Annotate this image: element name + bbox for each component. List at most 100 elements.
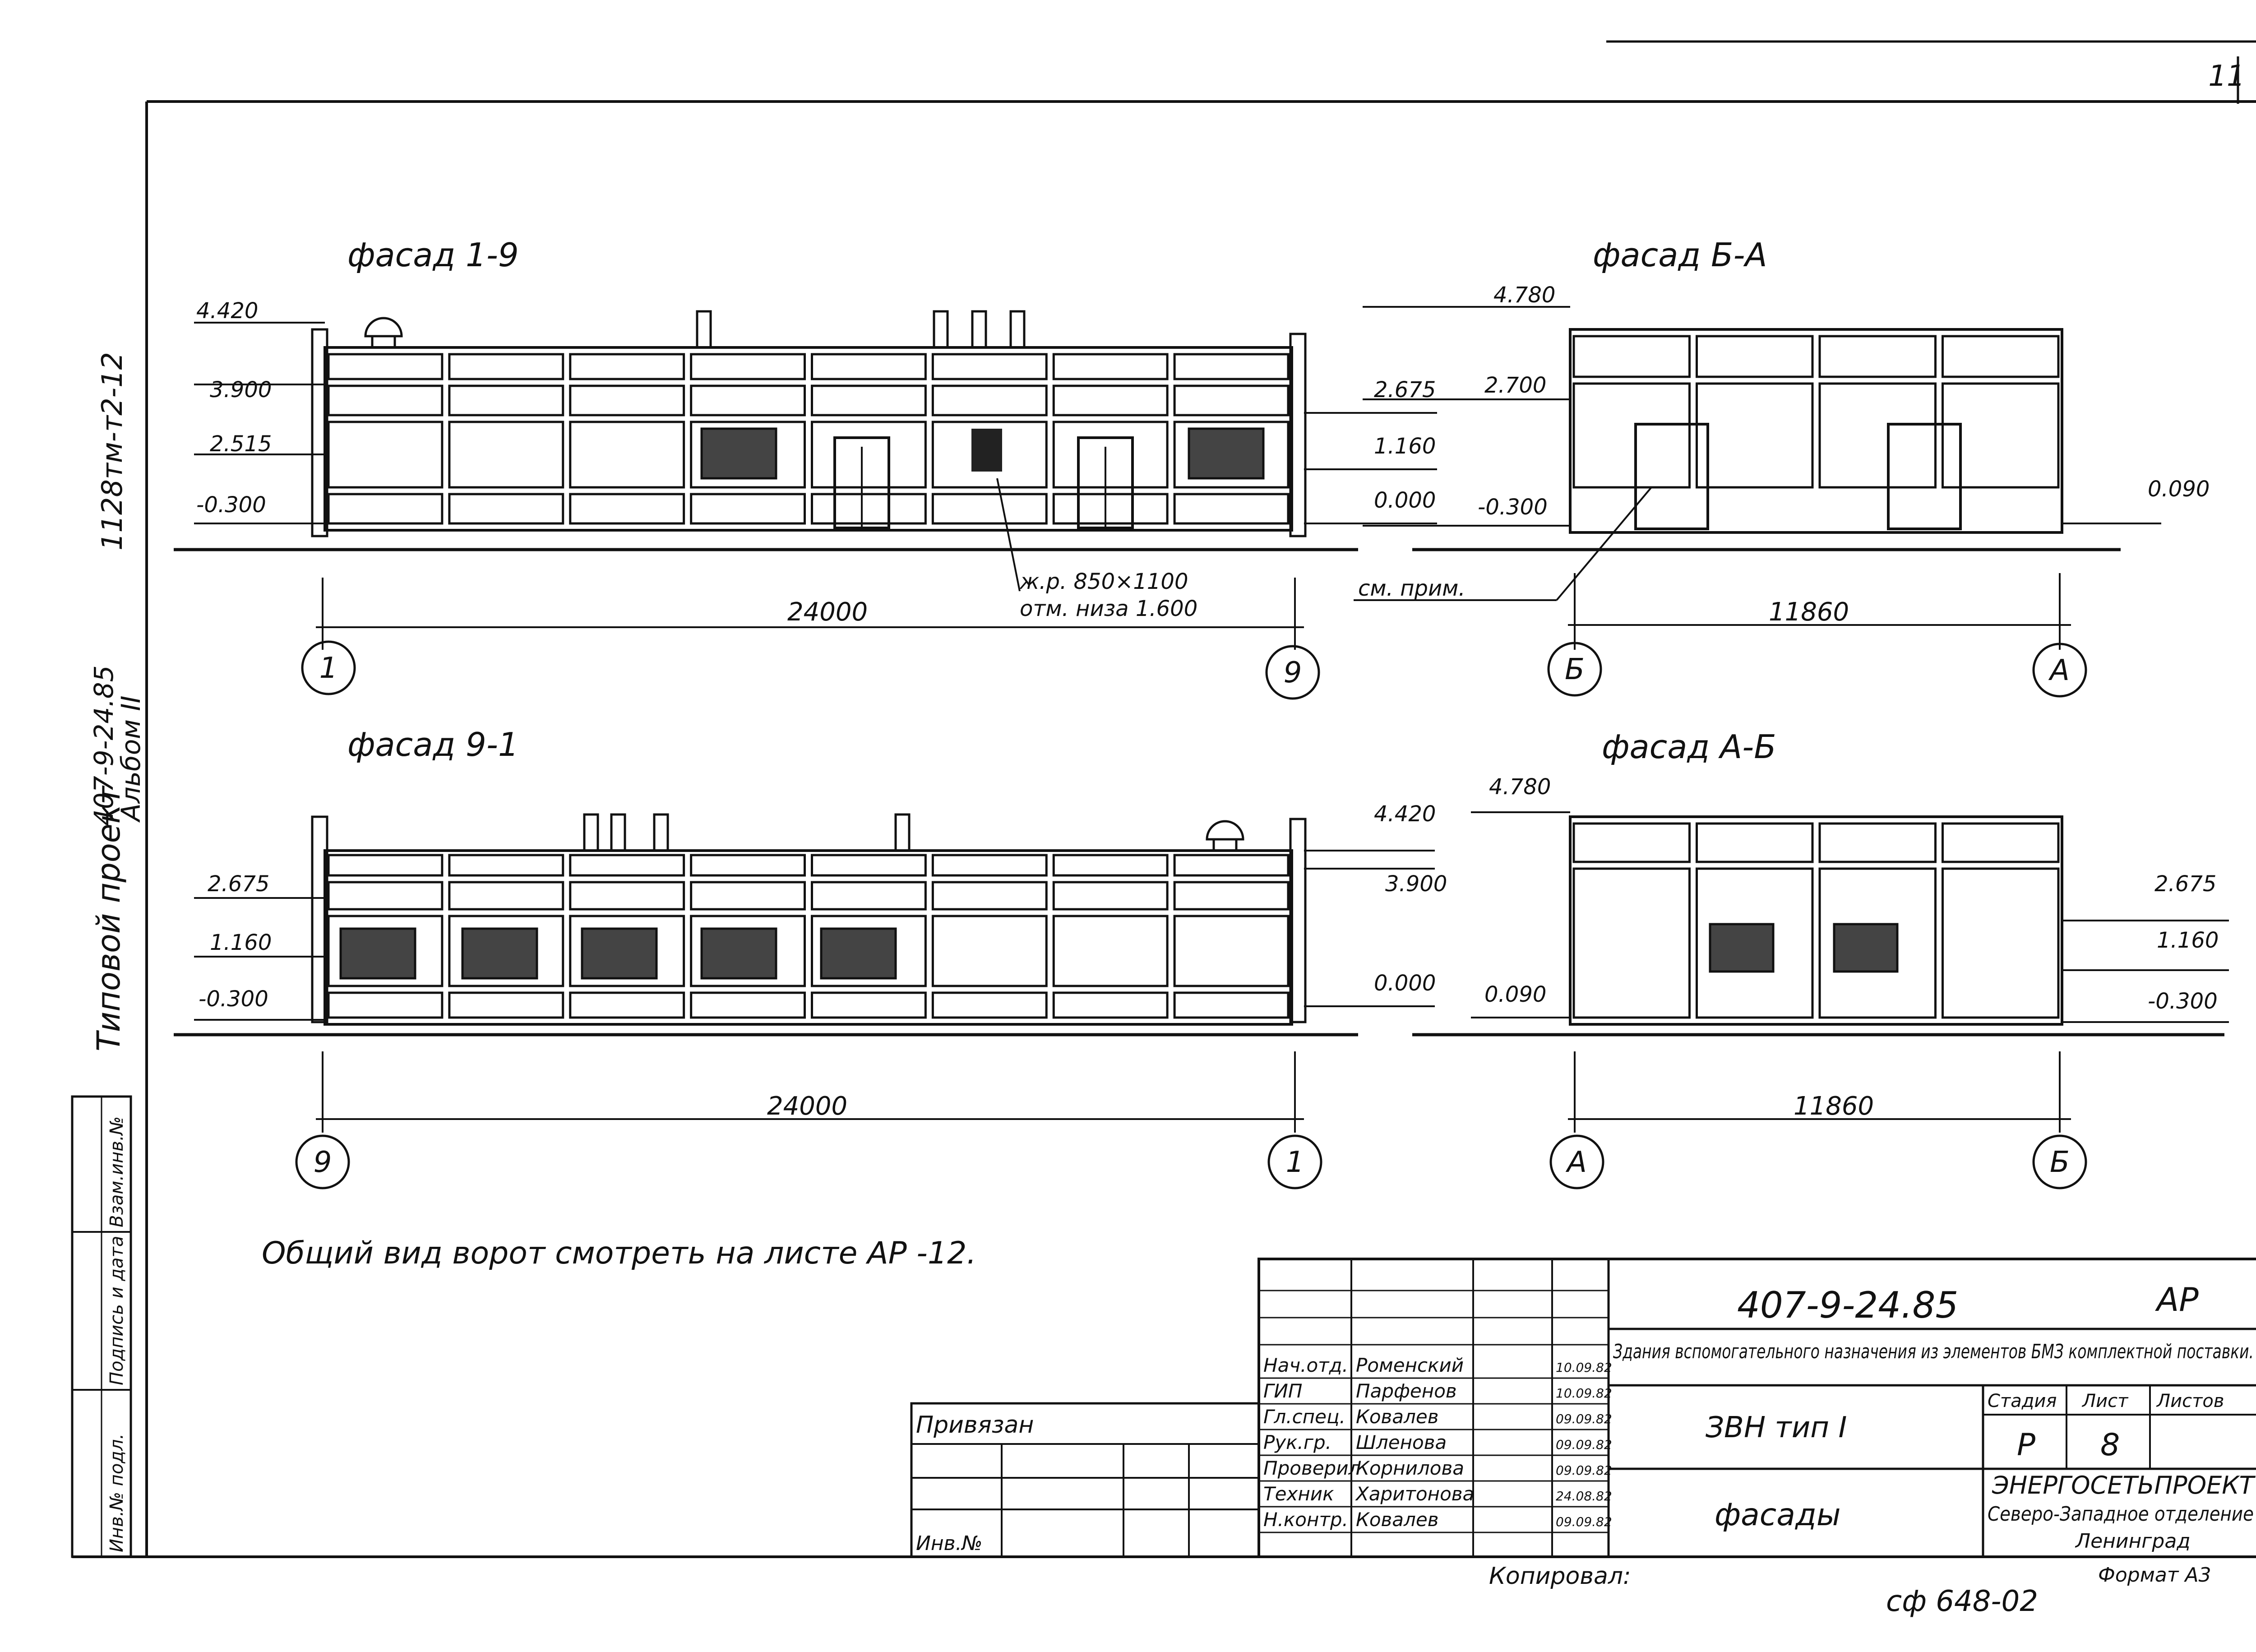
- wall-panel: [1173, 854, 1290, 877]
- wall-panel: [569, 384, 685, 416]
- wall-panel: [1052, 915, 1169, 987]
- wall-panel: [448, 493, 564, 525]
- wall-panel: [569, 421, 685, 489]
- side-project-type: Типовой проект: [90, 785, 127, 1051]
- tb-inv: Инв.№: [916, 1532, 982, 1555]
- wall-panel: [811, 991, 927, 1019]
- wall-panel: [1173, 421, 1290, 489]
- fab-axis-left: А: [1565, 1146, 1587, 1179]
- wall-panel: [448, 881, 564, 911]
- fba-axis-right: А: [2048, 654, 2070, 687]
- wall-panel: [690, 915, 806, 987]
- staff-date: 10.09.82: [1556, 1386, 1612, 1401]
- f19-callout-2: отм. низа 1.600: [1020, 596, 1197, 621]
- staff-date: 24.08.82: [1556, 1489, 1612, 1504]
- wall-panel: [931, 493, 1048, 525]
- facade-a-b: фасад А-Б: [1412, 728, 2229, 1189]
- wall-panel: [448, 353, 564, 380]
- wall-panel: [327, 421, 444, 489]
- side-stamp: [71, 1095, 132, 1558]
- wall-panel: [448, 384, 564, 416]
- f19-level-3900: 3.900: [210, 377, 272, 403]
- staff-name: Шленова: [1356, 1431, 1447, 1453]
- wall-panel: [327, 384, 444, 416]
- f91-axis-right: 1: [1286, 1146, 1304, 1179]
- wall-panel: [1052, 493, 1169, 525]
- wall-panel: [1052, 881, 1169, 911]
- wall-panel: [569, 881, 685, 911]
- wall-panel: [690, 493, 806, 525]
- fab-level-0090: 0.090: [1484, 982, 1546, 1007]
- staff-name: Роменский: [1356, 1354, 1464, 1376]
- wall-panel: [690, 854, 806, 877]
- stamp-sign-date: Подпись и дата: [106, 1236, 127, 1385]
- wall-panel: [931, 881, 1048, 911]
- wall-panel: [931, 915, 1048, 987]
- facade-b-a: фасад Б-А: [1354, 236, 2161, 698]
- wall-panel: [1572, 822, 1691, 863]
- wall-panel: [931, 854, 1048, 877]
- wall-panel: [448, 854, 564, 877]
- tb-object: ЗВН тип I: [1706, 1411, 1847, 1444]
- wall-panel: [569, 493, 685, 525]
- wall-panel: [1818, 382, 1937, 489]
- staff-role: Нач.отд.: [1263, 1354, 1348, 1376]
- facade-1-9: фасад 1-9: [174, 236, 1437, 700]
- wall-panel: [811, 421, 927, 489]
- fab-level-minus0300: -0.300: [2148, 989, 2218, 1014]
- staff-date: 09.09.82: [1556, 1411, 1612, 1426]
- wall-panel: [327, 991, 444, 1019]
- wall-panel: [690, 384, 806, 416]
- f19-level-2515: 2.515: [210, 431, 272, 457]
- tb-doc-code: 407-9-24.85: [1737, 1284, 1958, 1326]
- tb-stage-header: Стадия: [1988, 1391, 2057, 1411]
- wall-panel: [1696, 867, 1814, 1019]
- f19-level-1160: 1.160: [1374, 434, 1436, 459]
- wall-panel: [1942, 335, 2060, 378]
- fba-dimension: 11860: [1769, 597, 1849, 627]
- wall-panel: [811, 881, 927, 911]
- f19-level-2675: 2.675: [1374, 377, 1436, 403]
- tb-sheets-header: Листов: [2156, 1391, 2224, 1411]
- fab-level-4780: 4.780: [1489, 774, 1551, 800]
- f19-axis-left: 1: [319, 652, 338, 685]
- sheet-format: Формат А3: [2098, 1564, 2211, 1587]
- tb-sheet: 8: [2100, 1427, 2120, 1463]
- wall-panel: [690, 421, 806, 489]
- f91-level-3900: 3.900: [1385, 871, 1447, 897]
- wall-panel: [1052, 854, 1169, 877]
- wall-panel: [569, 915, 685, 987]
- wall-panel: [811, 493, 927, 525]
- f91-axis-left: 9: [314, 1146, 332, 1179]
- tb-title: Здания вспомогательного назначения из эл…: [1613, 1340, 2254, 1363]
- wall-panel: [1942, 382, 2060, 489]
- f19-axis-right: 9: [1284, 656, 1302, 689]
- fba-callout: см. прим.: [1358, 576, 1465, 601]
- wall-panel: [1942, 822, 2060, 863]
- f91-level-1160: 1.160: [210, 930, 272, 955]
- fab-dimension: 11860: [1794, 1092, 1874, 1121]
- wall-panel: [1572, 867, 1691, 1019]
- wall-panel: [931, 991, 1048, 1019]
- wall-panel: [569, 991, 685, 1019]
- wall-panel: [1696, 822, 1814, 863]
- fba-level-4780: 4.780: [1493, 282, 1555, 308]
- f19-level-minus0300: -0.300: [196, 492, 266, 518]
- wall-panel: [569, 353, 685, 380]
- side-album: Альбом II: [116, 695, 146, 823]
- wall-panel: [1818, 822, 1937, 863]
- wall-panel: [1052, 421, 1169, 489]
- fba-axis-left: Б: [1565, 653, 1585, 686]
- wall-panel: [1818, 335, 1937, 378]
- wall-panel: [327, 493, 444, 525]
- facade-9-1-title: фасад 9-1: [347, 726, 519, 764]
- wall-panel: [327, 353, 444, 380]
- f91-level-0000: 0.000: [1374, 971, 1436, 996]
- f19-level-4420: 4.420: [196, 298, 258, 324]
- tb-linked: Привязан: [916, 1411, 1034, 1439]
- fba-level-minus0300: -0.300: [1478, 495, 1548, 520]
- f19-dimension: 24000: [787, 597, 868, 627]
- wall-panel: [931, 384, 1048, 416]
- wall-panel: [327, 854, 444, 877]
